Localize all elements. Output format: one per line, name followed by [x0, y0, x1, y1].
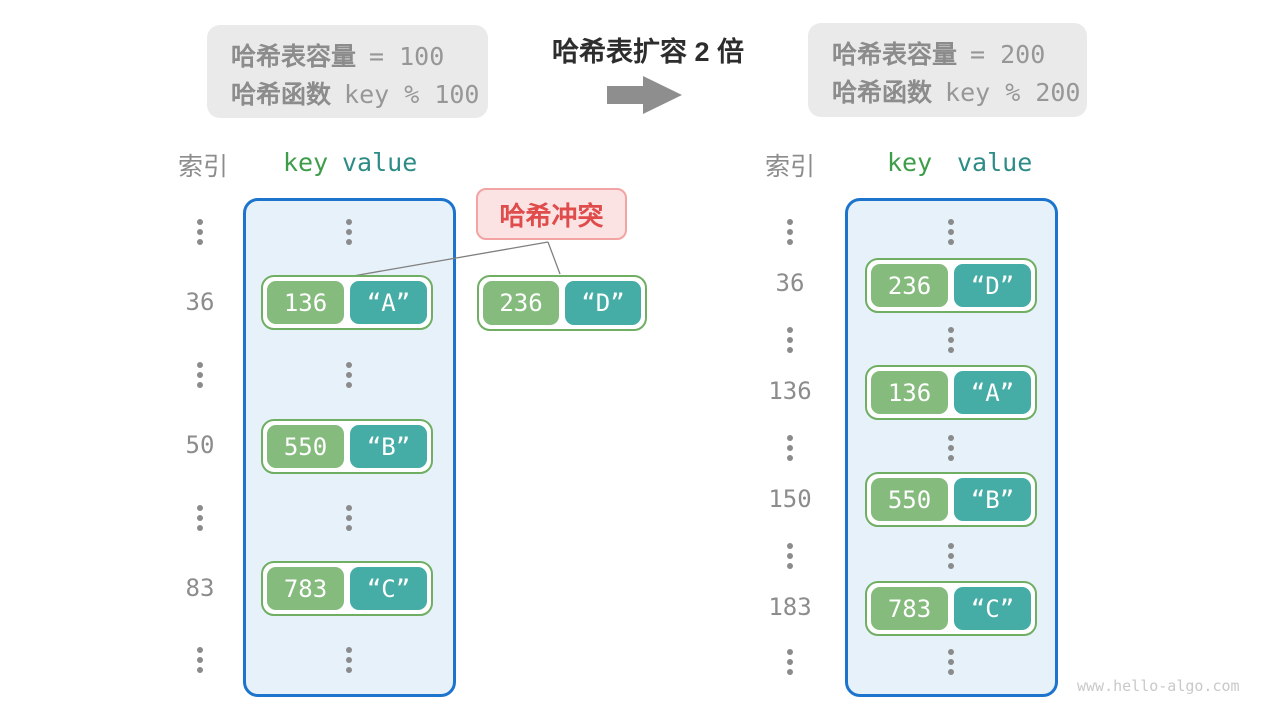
hash-pair: 550 “B”	[261, 419, 433, 474]
index-label: 36	[775, 269, 805, 297]
pair-value-cell: “D”	[565, 281, 641, 325]
hash-pair: 236 “D”	[865, 258, 1037, 313]
ellipsis-dots	[346, 362, 352, 388]
pair-value-cell: “A”	[954, 371, 1031, 414]
hash-function-label: 哈希函数	[832, 79, 933, 107]
capacity-value: = 200	[970, 40, 1046, 69]
right-key-header: key	[887, 148, 933, 177]
ellipsis-dots	[948, 327, 954, 353]
capacity-line: 哈希表容量 = 200	[832, 36, 1087, 74]
hash-function-label: 哈希函数	[231, 81, 332, 109]
hash-pair: 136 “A”	[865, 365, 1037, 420]
hash-pair: 783 “C”	[865, 581, 1037, 636]
collision-label: 哈希冲突	[476, 188, 627, 240]
ellipsis-dots	[787, 327, 793, 353]
ellipsis-dots	[948, 649, 954, 675]
watermark: www.hello-algo.com	[1077, 677, 1240, 695]
ellipsis-dots	[197, 647, 203, 673]
ellipsis-dots	[787, 543, 793, 569]
hash-function-line: 哈希函数 key % 100	[231, 76, 488, 114]
ellipsis-dots	[948, 219, 954, 245]
ellipsis-dots	[787, 435, 793, 461]
capacity-label: 哈希表容量	[231, 43, 357, 71]
capacity-label: 哈希表容量	[832, 41, 958, 69]
ellipsis-dots	[787, 219, 793, 245]
ellipsis-dots	[787, 649, 793, 675]
hash-pair: 783 “C”	[261, 561, 433, 616]
hash-function-line: 哈希函数 key % 200	[832, 74, 1087, 112]
pair-key-cell: 236	[871, 264, 948, 307]
pair-value-cell: “C”	[954, 587, 1031, 630]
expand-title: 哈希表扩容 2 倍	[551, 37, 745, 67]
pair-key-cell: 550	[267, 425, 344, 468]
ellipsis-dots	[346, 505, 352, 531]
right-arrow-icon	[607, 76, 682, 114]
ellipsis-dots	[197, 505, 203, 531]
pair-value-cell: “C”	[350, 567, 427, 610]
pair-key-cell: 783	[871, 587, 948, 630]
pair-key-cell: 136	[871, 371, 948, 414]
left-value-header: value	[342, 148, 418, 177]
ellipsis-dots	[197, 219, 203, 245]
index-label: 83	[185, 574, 215, 602]
ellipsis-dots	[346, 647, 352, 673]
hash-pair: 136 “A”	[261, 275, 433, 330]
ellipsis-dots	[948, 543, 954, 569]
pair-value-cell: “A”	[350, 281, 427, 324]
index-label: 36	[185, 288, 215, 316]
pair-value-cell: “B”	[954, 478, 1031, 521]
pair-value-cell: “D”	[954, 264, 1031, 307]
right-index-header: 索引	[765, 153, 816, 181]
pair-value-cell: “B”	[350, 425, 427, 468]
collision-hash-pair: 236 “D”	[477, 275, 647, 331]
ellipsis-dots	[948, 435, 954, 461]
hash-pair: 550 “B”	[865, 472, 1037, 527]
left-index-header: 索引	[178, 153, 229, 181]
index-label: 183	[768, 593, 812, 621]
ellipsis-dots	[346, 219, 352, 245]
index-label: 50	[185, 431, 215, 459]
left-key-header: key	[283, 148, 329, 177]
hash-function-value: key % 200	[945, 78, 1081, 107]
hash-function-value: key % 100	[344, 80, 480, 109]
right-value-header: value	[957, 148, 1033, 177]
pair-key-cell: 783	[267, 567, 344, 610]
pair-key-cell: 136	[267, 281, 344, 324]
before-capacity-box: 哈希表容量 = 100 哈希函数 key % 100	[207, 25, 488, 118]
capacity-value: = 100	[369, 42, 445, 71]
pair-key-cell: 236	[483, 281, 559, 325]
capacity-line: 哈希表容量 = 100	[231, 38, 488, 76]
ellipsis-dots	[197, 362, 203, 388]
after-capacity-box: 哈希表容量 = 200 哈希函数 key % 200	[808, 23, 1087, 117]
index-label: 136	[768, 377, 812, 405]
index-label: 150	[768, 485, 812, 513]
pair-key-cell: 550	[871, 478, 948, 521]
